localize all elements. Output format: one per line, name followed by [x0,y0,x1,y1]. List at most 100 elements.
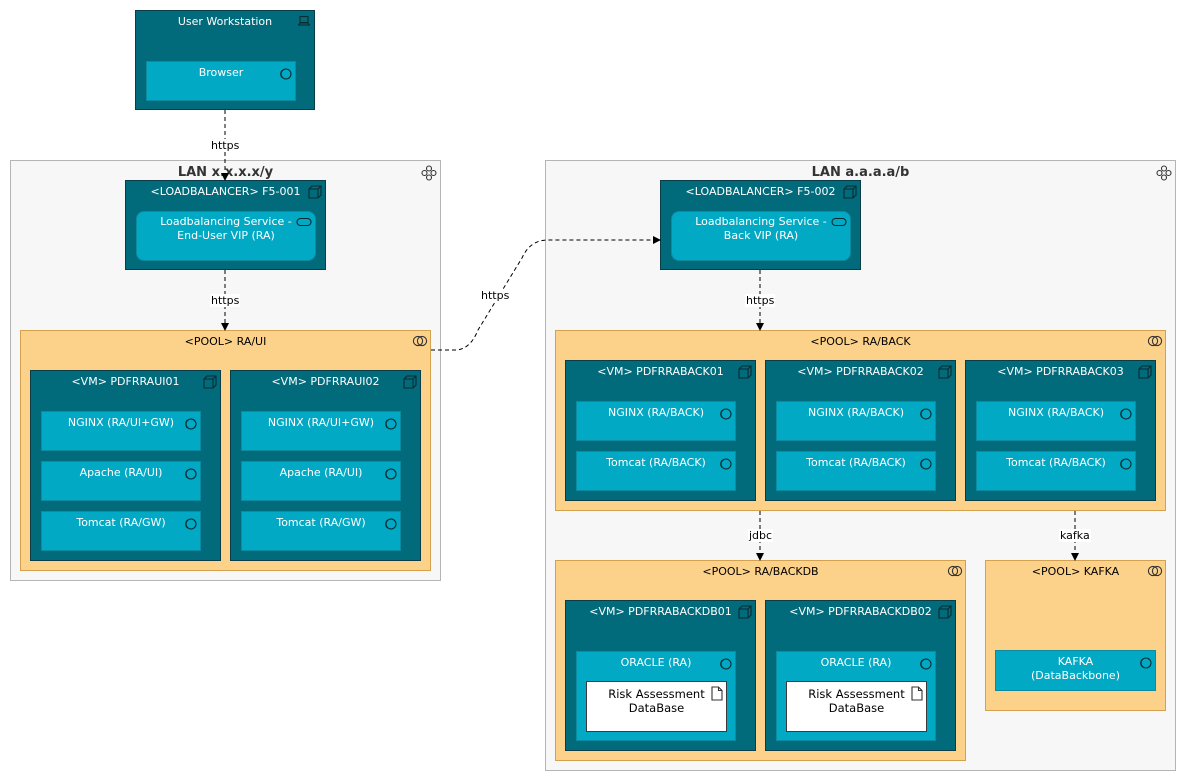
browser-label: Browser [198,66,244,79]
tomcat-component[interactable]: Tomcat (RA/GW) [241,511,401,551]
user-workstation-node[interactable]: User Workstation Browser [135,10,315,110]
pool-rings-icon [1147,565,1163,577]
lb2-title: <LOADBALANCER> F5-002 [685,185,836,198]
component-label: Tomcat (RA/BACK) [606,456,706,469]
lan-left-title: LAN x.x.x.x/y [177,165,274,180]
network-icon [421,165,437,181]
vm-pdfrraback01[interactable]: <VM> PDFRRABACK01 NGINX (RA/BACK) Tomcat… [565,360,756,501]
pool-ui-title: <POOL> RA/UI [184,335,267,348]
lb1-service[interactable]: Loadbalancing Service - End-User VIP (RA… [136,211,316,261]
component-circles-icon [185,468,197,480]
lb2-service-label: Loadbalancing Service - Back VIP (RA) [695,215,827,242]
component-circles-icon [720,658,732,670]
component-circles-icon [185,518,197,530]
component-label: Apache (RA/UI) [79,466,163,479]
nginx-component[interactable]: NGINX (RA/BACK) [976,401,1136,441]
loadbalancer-f5-002[interactable]: <LOADBALANCER> F5-002 Loadbalancing Serv… [660,180,861,270]
pool-backdb-title: <POOL> RA/BACKDB [702,565,819,578]
pool-kafka[interactable]: <POOL> KAFKA KAFKA (DataBackbone) [985,560,1166,711]
vm-pdfrraback02[interactable]: <VM> PDFRRABACK02 NGINX (RA/BACK) Tomcat… [765,360,956,501]
pool-kafka-title: <POOL> KAFKA [1031,565,1120,578]
node-cube-icon [403,375,417,389]
vm-title: <VM> PDFRRABACKDB02 [789,605,932,618]
user-workstation-title: User Workstation [177,15,273,28]
pool-rings-icon [1147,335,1163,347]
tomcat-component[interactable]: Tomcat (RA/GW) [41,511,201,551]
oracle-component[interactable]: ORACLE (RA) Risk Assessment DataBase [576,651,736,741]
component-circles-icon [385,418,397,430]
loadbalancer-f5-001[interactable]: <LOADBALANCER> F5-001 Loadbalancing Serv… [125,180,326,270]
vm-title: <VM> PDFRRABACK01 [597,365,724,378]
service-pill-icon [296,217,312,227]
connector-label-https: https [480,289,511,302]
component-circles-icon [185,418,197,430]
pool-back-title: <POOL> RA/BACK [810,335,911,348]
vm-title: <VM> PDFRRAUI01 [71,375,180,388]
browser-component[interactable]: Browser [146,61,296,101]
node-cube-icon [738,365,752,379]
component-label: Tomcat (RA/BACK) [1006,456,1106,469]
tomcat-component[interactable]: Tomcat (RA/BACK) [976,451,1136,491]
node-cube-icon [938,365,952,379]
node-cube-icon [1138,365,1152,379]
component-circles-icon [385,518,397,530]
component-circles-icon [385,468,397,480]
lan-right-title: LAN a.a.a.a/b [811,165,910,180]
component-label: ORACLE (RA) [820,656,892,669]
component-label: NGINX (RA/UI+GW) [67,416,175,429]
component-circles-icon [1140,657,1152,669]
nginx-component[interactable]: NGINX (RA/UI+GW) [41,411,201,451]
risk-assessment-database-artifact[interactable]: Risk Assessment DataBase [586,681,727,732]
vm-title: <VM> PDFRRAUI02 [271,375,380,388]
component-circles-icon [1120,408,1132,420]
nginx-component[interactable]: NGINX (RA/UI+GW) [241,411,401,451]
connector-label-https: https [210,139,241,152]
vm-pdfrraui02[interactable]: <VM> PDFRRAUI02 NGINX (RA/UI+GW) Apache … [230,370,421,561]
component-label: NGINX (RA/BACK) [607,406,705,419]
network-icon [1156,165,1172,181]
vm-pdfrraback03[interactable]: <VM> PDFRRABACK03 NGINX (RA/BACK) Tomcat… [965,360,1156,501]
lb1-service-label: Loadbalancing Service - End-User VIP (RA… [160,215,292,242]
vm-pdfrraui01[interactable]: <VM> PDFRRAUI01 NGINX (RA/UI+GW) Apache … [30,370,221,561]
oracle-component[interactable]: ORACLE (RA) Risk Assessment DataBase [776,651,936,741]
component-circles-icon [920,408,932,420]
pool-rings-icon [947,565,963,577]
lb2-service[interactable]: Loadbalancing Service - Back VIP (RA) [671,211,851,261]
nginx-component[interactable]: NGINX (RA/BACK) [576,401,736,441]
component-label: ORACLE (RA) [620,656,692,669]
component-label: Tomcat (RA/BACK) [806,456,906,469]
component-circles-icon [1120,458,1132,470]
kafka-component[interactable]: KAFKA (DataBackbone) [995,650,1156,691]
apache-component[interactable]: Apache (RA/UI) [241,461,401,501]
pool-rings-icon [412,335,428,347]
lb1-title: <LOADBALANCER> F5-001 [150,185,301,198]
node-cube-icon [203,375,217,389]
risk-assessment-database-artifact[interactable]: Risk Assessment DataBase [786,681,927,732]
component-label: Apache (RA/UI) [279,466,363,479]
node-cube-icon [938,605,952,619]
component-label: KAFKA (DataBackbone) [1030,655,1120,682]
component-label: NGINX (RA/UI+GW) [267,416,375,429]
component-label: NGINX (RA/BACK) [807,406,905,419]
apache-component[interactable]: Apache (RA/UI) [41,461,201,501]
nginx-component[interactable]: NGINX (RA/BACK) [776,401,936,441]
component-circles-icon [920,658,932,670]
artifact-label: Risk Assessment DataBase [808,687,905,715]
connector-label-kafka: kafka [1059,529,1091,542]
vm-title: <VM> PDFRRABACKDB01 [589,605,732,618]
tomcat-component[interactable]: Tomcat (RA/BACK) [776,451,936,491]
document-icon [711,686,723,701]
document-icon [911,686,923,701]
vm-pdfrrabackdb01[interactable]: <VM> PDFRRABACKDB01 ORACLE (RA) Risk Ass… [565,600,756,751]
vm-pdfrrabackdb02[interactable]: <VM> PDFRRABACKDB02 ORACLE (RA) Risk Ass… [765,600,956,751]
component-circles-icon [720,458,732,470]
vm-title: <VM> PDFRRABACK03 [997,365,1124,378]
connector-label-https: https [210,294,241,307]
component-circles-icon [720,408,732,420]
tomcat-component[interactable]: Tomcat (RA/BACK) [576,451,736,491]
service-pill-icon [831,217,847,227]
connector-label-https: https [745,294,776,307]
component-label: Tomcat (RA/GW) [276,516,366,529]
component-circles-icon [280,68,292,80]
vm-title: <VM> PDFRRABACK02 [797,365,924,378]
